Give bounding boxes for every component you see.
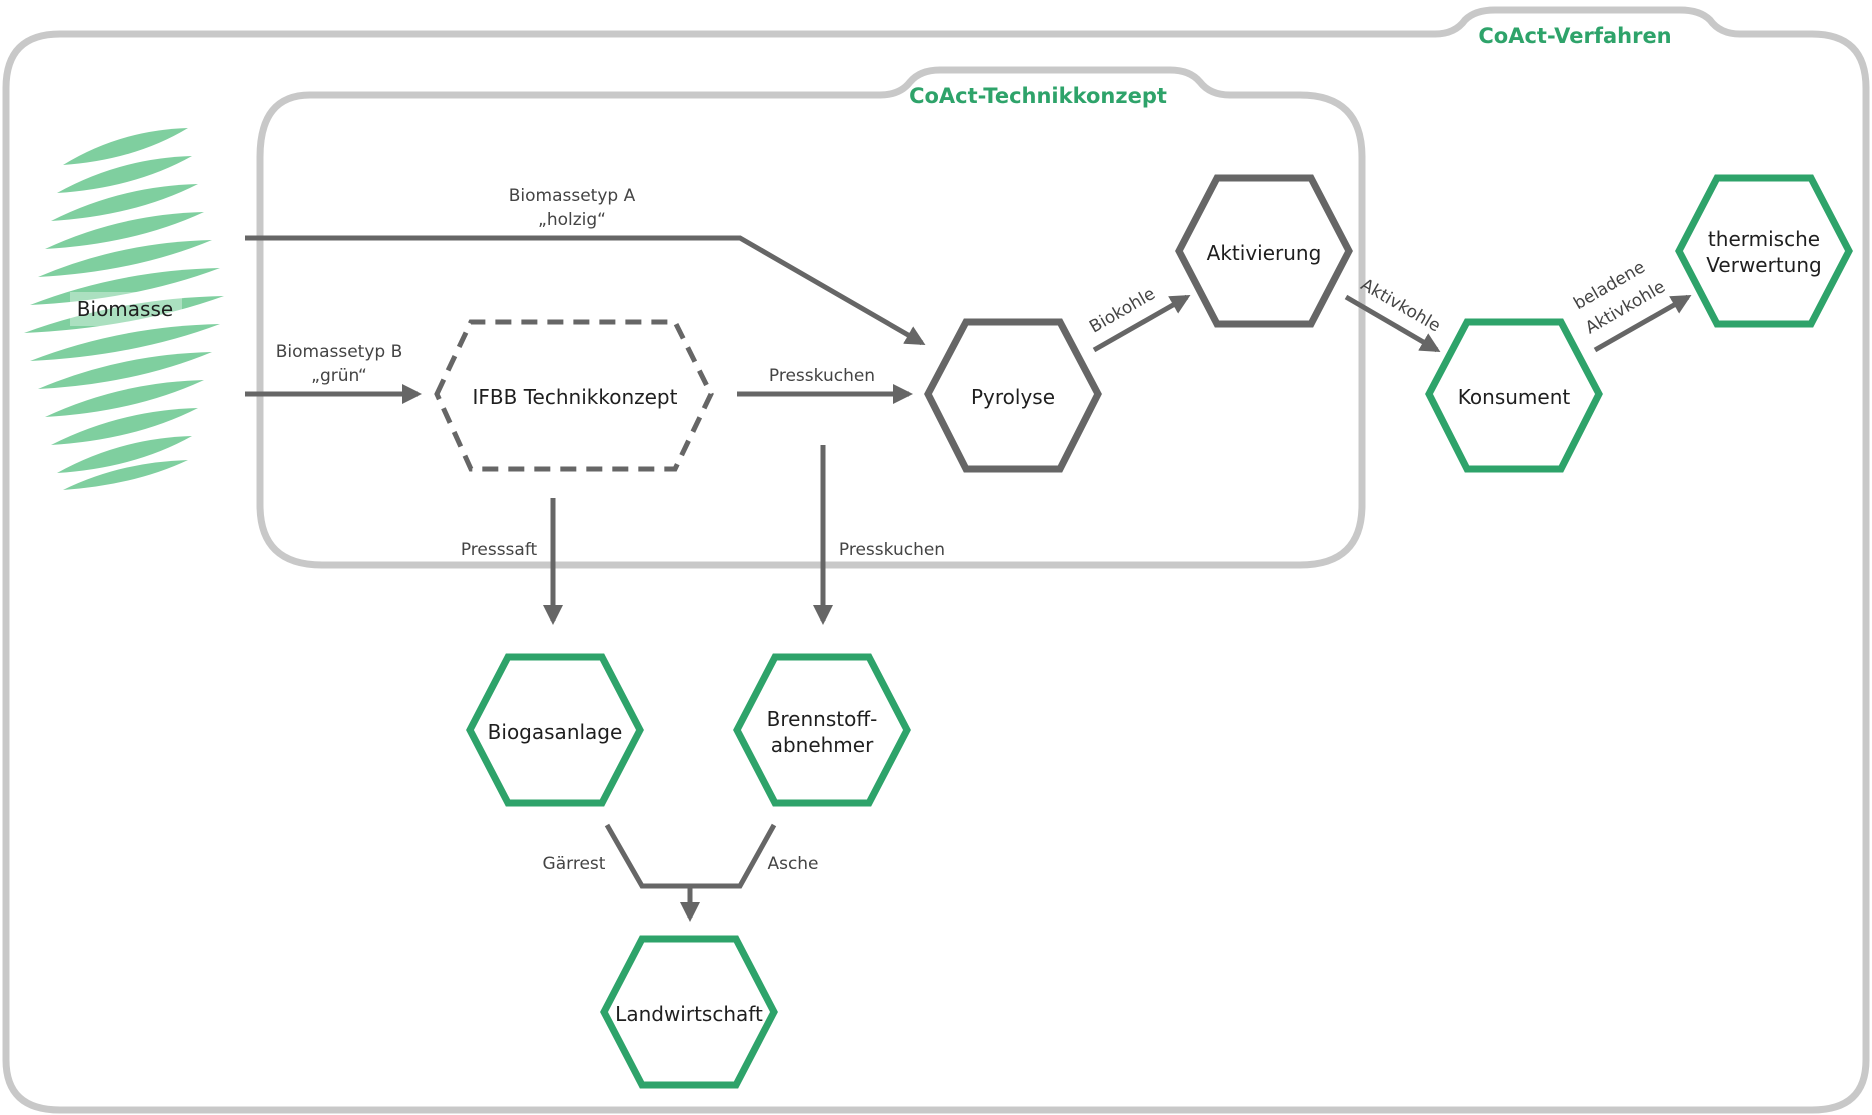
- label-typ-a-line1: Biomassetyp A: [509, 186, 636, 206]
- node-biogasanlage: Biogasanlage: [466, 653, 644, 807]
- svg-text:Biogasanlage: Biogasanlage: [488, 720, 623, 744]
- svg-text:thermische: thermische: [1708, 227, 1820, 251]
- outer-frame-title: CoAct-Verfahren: [1478, 24, 1671, 48]
- source-label-backdrop: [70, 292, 182, 326]
- svg-text:Landwirtschaft: Landwirtschaft: [615, 1002, 763, 1026]
- svg-text:Brennstoff-: Brennstoff-: [767, 707, 878, 731]
- node-landwirtschaft: Landwirtschaft: [600, 935, 778, 1089]
- arrow-typ-a: [245, 235, 926, 346]
- source-label: Biomasse: [77, 297, 173, 321]
- arrow-aktivkohle: [1344, 294, 1441, 353]
- connectors: [245, 235, 1692, 922]
- inner-frame-title: CoAct-Technikkonzept: [909, 84, 1167, 108]
- leaf-stack-icon: [24, 128, 224, 490]
- svg-text:Konsument: Konsument: [1458, 385, 1571, 409]
- inner-frame: CoAct-Technikkonzept: [256, 66, 1366, 569]
- outer-frame: CoAct-Verfahren: [2, 6, 1870, 1114]
- svg-text:Verwertung: Verwertung: [1706, 253, 1821, 277]
- label-presssaft: Presssaft: [461, 540, 538, 560]
- svg-text:abnehmer: abnehmer: [771, 733, 874, 757]
- node-ifbb: IFBB Technikkonzept: [434, 319, 714, 472]
- label-presskuchen-down: Presskuchen: [839, 540, 945, 560]
- node-brennstoffabnehmer: Brennstoff- abnehmer: [733, 653, 911, 807]
- label-asche: Asche: [767, 854, 818, 874]
- label-biokohle: Biokohle: [1086, 284, 1159, 338]
- svg-text:Pyrolyse: Pyrolyse: [971, 385, 1055, 409]
- label-typ-b-line1: Biomassetyp B: [276, 342, 403, 362]
- label-typ-b-line2: „grün“: [311, 366, 367, 386]
- label-typ-a-line2: „holzig“: [538, 210, 606, 230]
- merge-line: [604, 823, 777, 889]
- node-aktivierung: Aktivierung: [1175, 174, 1353, 328]
- arrow-beladene-aktivkohle: [1593, 294, 1692, 353]
- arrow-biokohle: [1092, 294, 1191, 353]
- label-gaerrest: Gärrest: [543, 854, 606, 874]
- node-pyrolyse: Pyrolyse: [924, 318, 1102, 473]
- label-presskuchen-right: Presskuchen: [769, 366, 875, 386]
- svg-text:Aktivierung: Aktivierung: [1207, 241, 1322, 265]
- svg-text:IFBB Technikkonzept: IFBB Technikkonzept: [473, 385, 678, 409]
- node-thermische-verwertung: thermische Verwertung: [1675, 174, 1853, 328]
- node-konsument: Konsument: [1425, 318, 1603, 473]
